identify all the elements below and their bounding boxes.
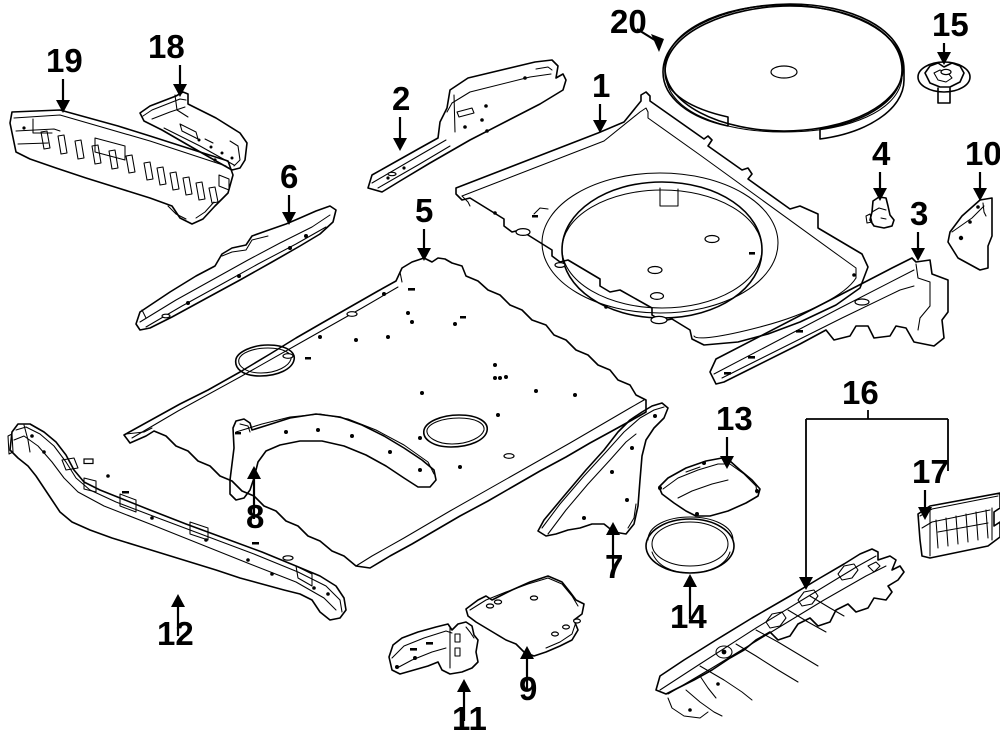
part-16-rear-frame-rail-assembly[interactable] (655, 548, 905, 719)
callout-leaders (56, 28, 987, 721)
part-4-small-bracket-clip[interactable] (865, 196, 895, 229)
callout-number-14[interactable]: 14 (670, 598, 707, 635)
callout-number-19[interactable]: 19 (46, 42, 83, 79)
callout-number-18[interactable]: 18 (148, 28, 185, 65)
part-3-right-rear-side-rail[interactable] (709, 257, 949, 385)
callout-number-7[interactable]: 7 (605, 548, 623, 585)
part-1-spare-tire-well-panel[interactable] (455, 91, 869, 346)
callout-number-20[interactable]: 20 (610, 3, 647, 40)
callout-number-6[interactable]: 6 (280, 158, 298, 195)
floor-pan-oblong-hole-left (234, 344, 295, 377)
part-7-right-floor-side-extension[interactable] (537, 402, 669, 537)
callout-number-4[interactable]: 4 (872, 135, 891, 172)
part-5-center-floor-pan[interactable] (123, 257, 647, 569)
part-13-access-cover-panel[interactable] (658, 457, 761, 517)
part-8-floor-reinforcement-rail[interactable] (229, 413, 437, 501)
part-14-fuel-pump-access-ring[interactable] (645, 516, 735, 574)
callout-number-15[interactable]: 15 (932, 6, 969, 43)
part-20-spare-tire-cover-board[interactable] (662, 3, 905, 140)
callout-number-11[interactable]: 11 (452, 700, 487, 733)
callout-number-1[interactable]: 1 (592, 67, 610, 104)
callout-number-2[interactable]: 2 (392, 80, 410, 117)
part-19-rear-body-panel[interactable] (9, 109, 234, 225)
part-12-left-rocker-sill-panel[interactable] (7, 423, 347, 621)
callout-number-3[interactable]: 3 (910, 195, 928, 232)
callout-number-10[interactable]: 10 (965, 135, 1000, 172)
part-15-spare-tire-hold-down-clamp[interactable] (917, 61, 971, 104)
callout-number-9[interactable]: 9 (519, 670, 537, 707)
callout-number-5[interactable]: 5 (415, 192, 433, 229)
floor-pan-oblong-hole-right (423, 414, 488, 448)
part-2-front-crossmember-brace[interactable] (367, 59, 567, 193)
part-10-corner-gusset-plate[interactable] (947, 197, 993, 271)
callout-number-17[interactable]: 17 (912, 453, 949, 490)
callout-number-13[interactable]: 13 (716, 400, 753, 437)
part-6-wheelhouse-extension[interactable] (135, 205, 337, 331)
part-18-upper-rear-crossmember[interactable] (139, 91, 248, 171)
part-9-underbody-shield-plate[interactable] (465, 575, 585, 657)
callout-number-16[interactable]: 16 (842, 374, 879, 411)
part-17-rail-end-reinforcement[interactable] (917, 492, 1000, 559)
part-11-jack-mount-bracket[interactable] (388, 621, 479, 675)
callout-number-12[interactable]: 12 (157, 615, 194, 652)
callout-number-8[interactable]: 8 (246, 498, 264, 535)
